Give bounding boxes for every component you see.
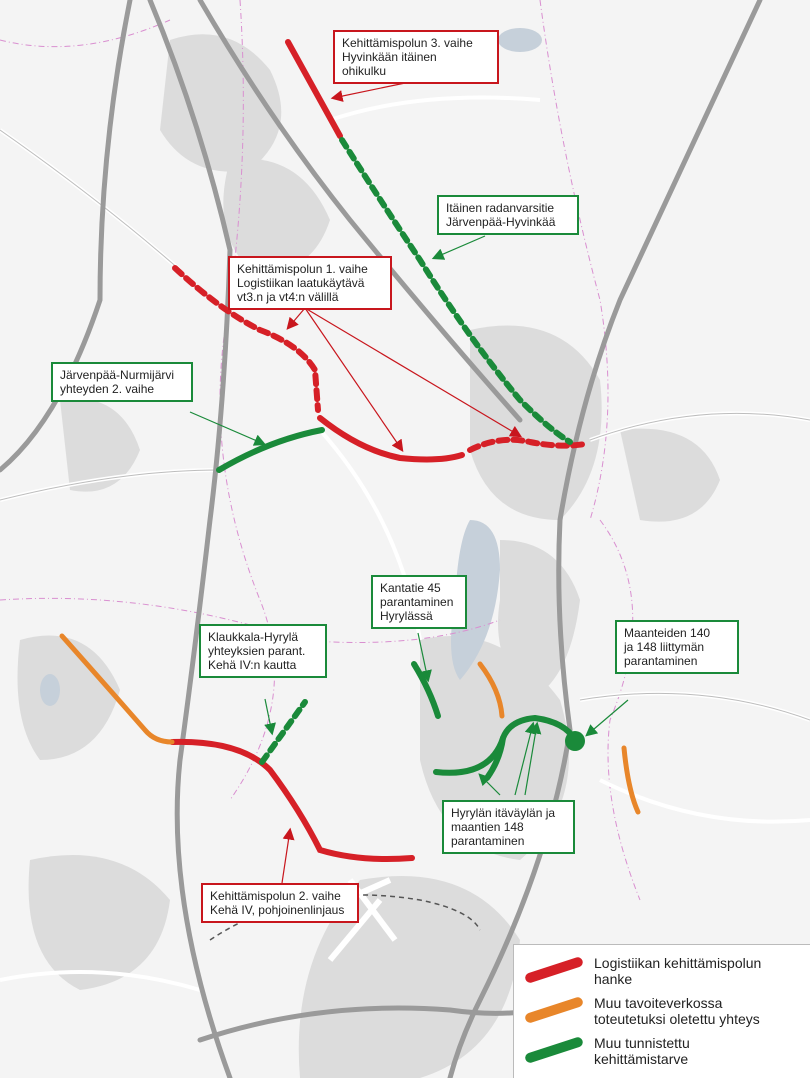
road-w2-outline: [0, 469, 221, 501]
boundary-line-1: [219, 0, 275, 801]
main-roads: [0, 0, 763, 1078]
orange-connections: [59, 633, 641, 815]
label-hyryla-itavayla: Hyrylän itäväylän ja maantien 148 parant…: [442, 800, 575, 854]
road-e2-outline: [579, 692, 810, 721]
arrow-itavayla-a: [478, 773, 501, 796]
legend: Logistiikan kehittämispolun hanke Muu ta…: [513, 944, 810, 1078]
legend-item-red: Logistiikan kehittämispolun hanke: [514, 953, 810, 993]
label-radanvarsitie: Itäinen radanvarsitie Järvenpää-Hyvinkää: [437, 195, 579, 235]
green-radanvarsitie: [339, 137, 573, 445]
red-hyvinkaa-bypass: [285, 39, 343, 139]
road-e2: [579, 691, 810, 722]
label-polku2: Kehittämispolun 2. vaihe Kehä IV, pohjoi…: [201, 883, 359, 923]
railway-north: [197, 0, 523, 423]
label-maantiet140: Maanteiden 140 ja 148 liittymän parantam…: [615, 620, 739, 674]
urban-area-east: [620, 428, 720, 522]
urban-area-southwest: [28, 855, 170, 990]
legend-text-green: Muu tunnistettu kehittämistarve: [594, 1035, 690, 1067]
label-hyvinkaa-bypass: Kehittämispolun 3. vaihe Hyvinkään itäin…: [333, 30, 499, 84]
legend-swatch-orange: [523, 995, 585, 1025]
green-klaukkala-dashed: [259, 699, 308, 765]
green-hyryla-itavayla: [433, 714, 578, 776]
arrow-itavayla-c: [524, 721, 542, 796]
arrow-klaukkala: [264, 698, 276, 736]
secondary-roads-outline: [0, 129, 810, 721]
legend-text-red: Logistiikan kehittämispolun hanke: [594, 955, 762, 987]
arrow-itavayla-b: [514, 721, 537, 796]
arrow-polku1-c: [304, 307, 523, 438]
arrow-hyvinkaa: [330, 81, 411, 102]
label-kantatie45: Kantatie 45 parantaminen Hyrylässä: [371, 575, 467, 629]
road-s1: [0, 970, 201, 992]
red-polku1-solid: [317, 415, 465, 463]
orange-hyryla-loop: [477, 661, 505, 719]
callout-arrows-green: [189, 235, 629, 796]
junction-140-148-marker[interactable]: [565, 731, 585, 751]
boundary-line-2: [539, 0, 609, 521]
legend-swatch-green: [523, 1035, 585, 1065]
arrow-radanvarsitie: [431, 235, 486, 260]
water-bodies: [40, 28, 542, 706]
red-polku1-dashed-east: [467, 436, 588, 453]
label-polku1: Kehittämispolun 1. vaihe Logistiikan laa…: [228, 256, 392, 310]
urban-areas: [17, 34, 720, 1078]
urban-area-klaukkala: [17, 635, 120, 760]
lake-west: [40, 674, 60, 706]
lake-tuusulanjarvi: [451, 520, 500, 680]
highway-vt25: [0, 0, 133, 473]
road-w1-outline: [0, 129, 181, 271]
highway-vt4: [447, 0, 763, 1078]
arrow-polku1-a: [286, 307, 306, 330]
boundary-line-4: [599, 519, 641, 901]
arrow-polku1-b: [304, 307, 404, 452]
urban-area-nurmijarvi: [223, 158, 330, 272]
urban-area-hyvinkaa: [160, 34, 282, 172]
red-polku1-dashed-west: [172, 265, 321, 413]
green-nurmijarvi: [216, 427, 325, 473]
arrow-maantiet140: [585, 699, 629, 737]
lake-north: [498, 28, 542, 52]
label-klaukkala: Klaukkala-Hyrylä yhteyksien parant. Kehä…: [199, 624, 327, 678]
boundary-line-5: [0, 19, 171, 48]
callout-arrows-red: [281, 81, 523, 884]
arrow-kantatie45: [417, 632, 432, 683]
highway-vt3: [147, 0, 233, 1078]
urban-area-west: [60, 398, 140, 492]
green-kantatie45: [411, 661, 441, 719]
road-e1-outline: [589, 412, 810, 441]
orange-east: [621, 745, 641, 815]
green-needs: [216, 137, 578, 781]
orange-klaukkala-west: [59, 633, 175, 745]
legend-swatch-red: [523, 955, 585, 985]
road-se1: [599, 778, 810, 824]
label-nurmijarvi: Järvenpää-Nurmijärvi yhteyden 2. vaihe: [51, 362, 193, 402]
legend-item-orange: Muu tavoiteverkossa toteutetuksi oletett…: [514, 993, 810, 1033]
red-projects: [169, 39, 588, 862]
legend-item-green: Muu tunnistettu kehittämistarve: [514, 1033, 810, 1073]
road-n1: [329, 95, 541, 122]
legend-text-orange: Muu tavoiteverkossa toteutetuksi oletett…: [594, 995, 760, 1027]
red-keha-iv: [169, 738, 415, 862]
arrow-polku2: [281, 827, 295, 884]
arrow-nurmijarvi: [189, 411, 267, 446]
road-w1: [0, 128, 182, 272]
